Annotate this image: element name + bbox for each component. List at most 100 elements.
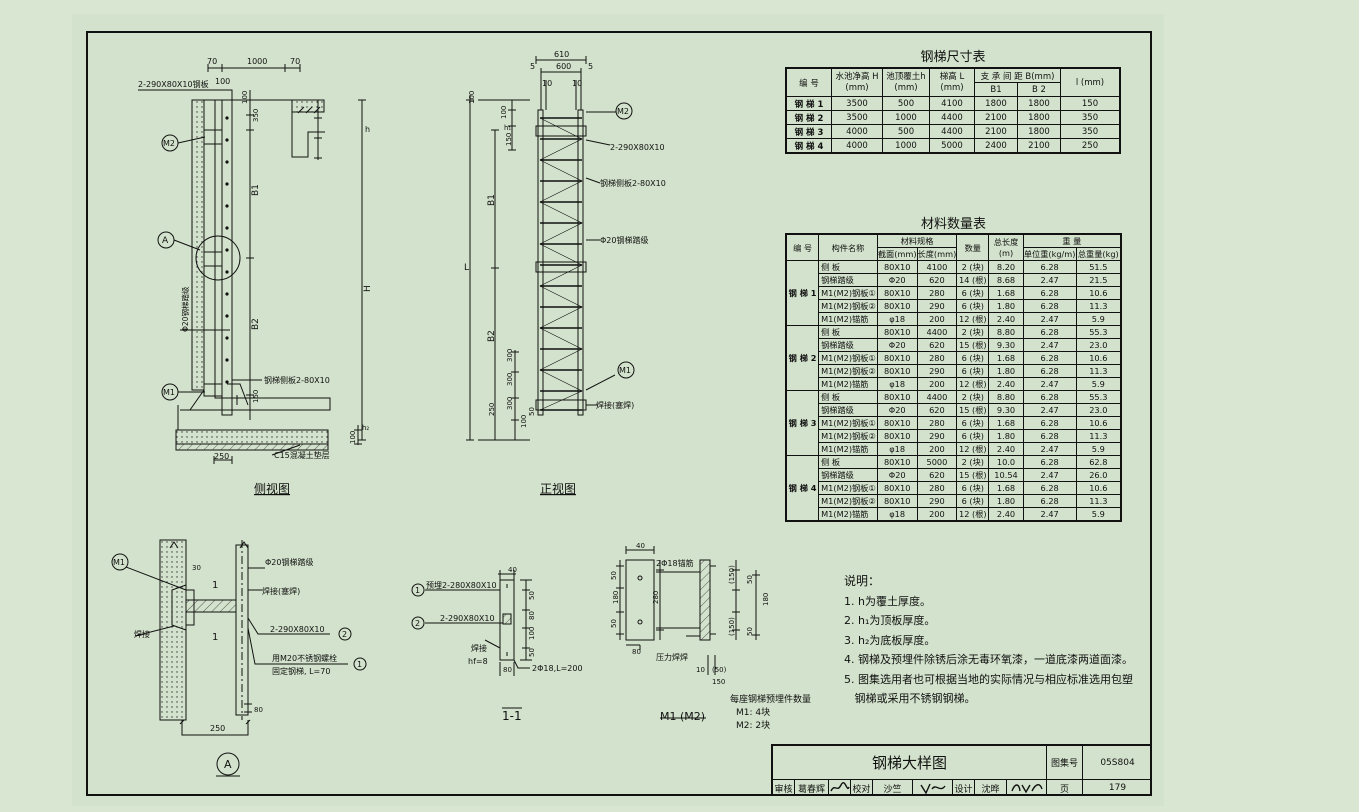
concrete-pad bbox=[175, 443, 329, 451]
label-m-qty-m2: M2: 2块 bbox=[736, 719, 770, 731]
dim-10-right: 10 bbox=[572, 79, 582, 88]
label-a-weld: 焊接 bbox=[134, 629, 150, 639]
front-view bbox=[466, 56, 635, 441]
mat-table: 编 号 构件名称 材料规格 数量 总长度 (m) 重 量 截面(mm) 长度(m… bbox=[785, 233, 1122, 522]
reviewer-signature bbox=[829, 780, 851, 796]
atlas-label: 图集号 bbox=[1047, 746, 1083, 780]
mat-cell-section: 80X10 bbox=[876, 260, 918, 274]
dim-100-c: 100 bbox=[520, 415, 528, 428]
callout-a-2: 2 bbox=[342, 630, 347, 639]
dim-h1: h₁ bbox=[504, 124, 511, 132]
mat-cell-unit_w: 6.28 bbox=[1022, 325, 1077, 339]
mat-cell-name: M1(M2)锚筋 bbox=[818, 312, 878, 326]
mat-cell-length: 280 bbox=[916, 286, 958, 300]
mat-cell-section: 80X10 bbox=[876, 390, 918, 404]
mat-cell-total_len: 9.30 bbox=[988, 403, 1024, 417]
mat-cell-length: 280 bbox=[916, 481, 958, 495]
mat-col-no: 编 号 bbox=[785, 233, 820, 261]
mat-cell-name: M1(M2)锚筋 bbox=[818, 442, 878, 456]
mat-cell-length: 200 bbox=[916, 507, 958, 522]
dim-B2-front: B2 bbox=[487, 330, 497, 342]
mat-cell-qty: 12 (根) bbox=[956, 377, 990, 391]
mat-cell-total_len: 1.68 bbox=[988, 481, 1024, 495]
check-label: 校对 bbox=[851, 780, 873, 796]
mat-cell-total_w: 10.6 bbox=[1075, 481, 1122, 495]
label-m-weld: 压力焊焊 bbox=[656, 652, 688, 662]
dim-80-a: 80 bbox=[254, 706, 263, 714]
mat-cell-name: 钢梯踏级 bbox=[818, 273, 878, 287]
mat-cell-qty: 2 (块) bbox=[956, 325, 990, 339]
mat-cell-length: 620 bbox=[916, 403, 958, 417]
dim-cell-h: 1000 bbox=[882, 110, 930, 125]
dim-cell-h: 500 bbox=[882, 124, 930, 139]
dim-11-40: 40 bbox=[508, 566, 517, 574]
dim-150-front: 150 bbox=[505, 133, 513, 146]
mat-cell-qty: 15 (根) bbox=[956, 403, 990, 417]
mat-cell-qty: 12 (根) bbox=[956, 442, 990, 456]
mat-cell-total_w: 23.0 bbox=[1075, 403, 1122, 417]
mat-cell-section: φ18 bbox=[876, 507, 918, 522]
note-3: 3. h₂为底板厚度。 bbox=[844, 633, 936, 647]
designer-signature bbox=[1007, 780, 1047, 796]
dim-cell-h: 1000 bbox=[882, 138, 930, 154]
dim-250-front: 250 bbox=[488, 403, 496, 416]
mat-cell-unit_w: 2.47 bbox=[1022, 338, 1077, 352]
mat-cell-section: 80X10 bbox=[876, 364, 918, 378]
mat-cell-section: φ18 bbox=[876, 442, 918, 456]
mat-cell-section: φ18 bbox=[876, 312, 918, 326]
dim-m-50b: 50 bbox=[610, 619, 618, 628]
mat-cell-length: 200 bbox=[916, 377, 958, 391]
label-front-plate: 2-290X80X10 bbox=[610, 143, 665, 152]
mat-cell-qty: 12 (根) bbox=[956, 312, 990, 326]
page-no: 179 bbox=[1108, 783, 1127, 793]
mat-cell-total_w: 5.9 bbox=[1075, 442, 1122, 456]
review-label: 审核 bbox=[773, 780, 795, 796]
mat-cell-qty: 2 (块) bbox=[956, 260, 990, 274]
mat-cell-section: 80X10 bbox=[876, 481, 918, 495]
dim-table: 编 号 水池净高 H (mm) 池顶覆土h (mm) 梯高 L (mm) 支 承… bbox=[785, 67, 1121, 154]
checker-signature bbox=[913, 780, 953, 796]
page-label: 页 bbox=[1047, 780, 1083, 796]
dim-cell-B1: 2100 bbox=[974, 110, 1018, 125]
ladder-side-plate bbox=[221, 99, 233, 416]
mat-cell-total_w: 11.3 bbox=[1075, 299, 1122, 313]
mat-cell-qty: 6 (块) bbox=[956, 429, 990, 443]
mat-cell-name: M1(M2)钢板② bbox=[818, 494, 878, 508]
mat-cell-unit_w: 2.47 bbox=[1022, 273, 1077, 287]
dim-cell-H: 3500 bbox=[831, 110, 883, 125]
mat-group-label: 钢 梯 4 bbox=[785, 455, 820, 522]
dim-cell-B1: 2100 bbox=[974, 124, 1018, 139]
mat-cell-qty: 2 (块) bbox=[956, 455, 990, 469]
mat-cell-name: M1(M2)锚筋 bbox=[818, 377, 878, 391]
mat-cell-section: 80X10 bbox=[876, 494, 918, 508]
dim-m-180b: 180 bbox=[762, 593, 770, 606]
dim-cell-B2: 1800 bbox=[1017, 110, 1061, 125]
mat-cell-total_len: 9.30 bbox=[988, 338, 1024, 352]
mat-cell-unit_w: 2.47 bbox=[1022, 403, 1077, 417]
dim-col-B: 支 承 间 距 B(mm) bbox=[974, 67, 1061, 83]
label-m-qty-m1: M1: 4块 bbox=[736, 706, 770, 718]
mat-cell-name: M1(M2)钢板① bbox=[818, 416, 878, 430]
mat-cell-section: 80X10 bbox=[876, 325, 918, 339]
mat-cell-unit_w: 6.28 bbox=[1022, 481, 1077, 495]
dim-cell-l: 350 bbox=[1060, 110, 1121, 125]
mat-cell-total_len: 8.80 bbox=[988, 325, 1024, 339]
dim-cell-L: 5000 bbox=[929, 138, 975, 154]
mat-cell-length: 200 bbox=[916, 312, 958, 326]
dim-610: 610 bbox=[554, 50, 569, 59]
mat-cell-name: 侧 板 bbox=[818, 455, 878, 469]
mat-cell-total_w: 10.6 bbox=[1075, 286, 1122, 300]
dim-600: 600 bbox=[556, 62, 571, 71]
bottom-slab bbox=[175, 429, 329, 445]
